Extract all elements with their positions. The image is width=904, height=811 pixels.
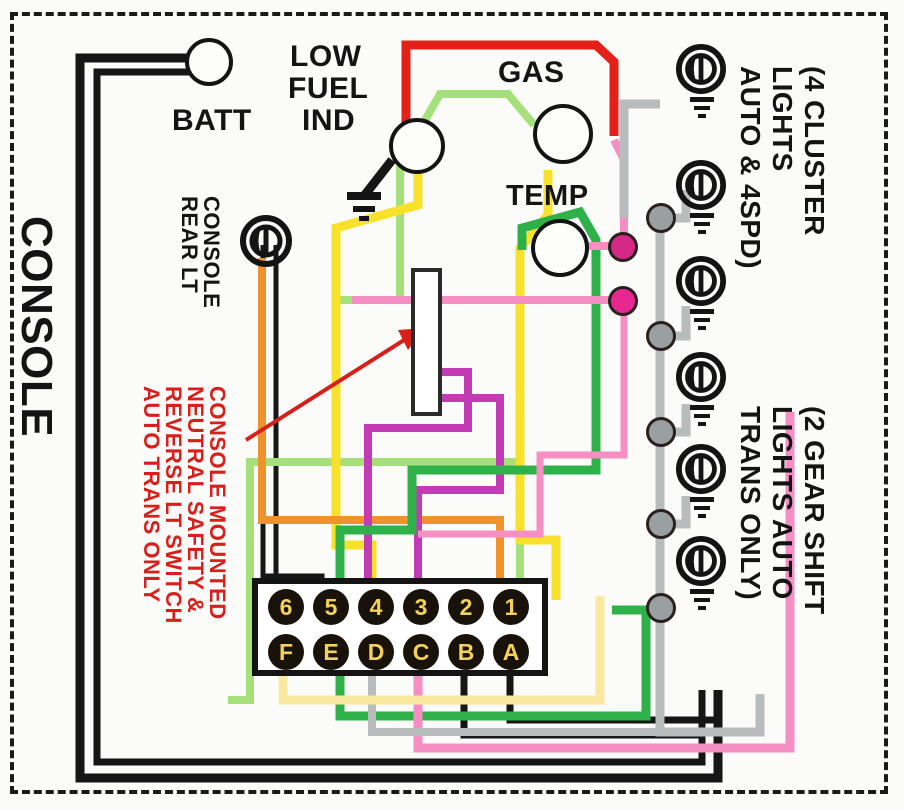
label-gearshift-lights-2: LIGHTS AUTO xyxy=(767,406,798,600)
temp-gauge[interactable] xyxy=(531,219,589,277)
wire-magenta-b xyxy=(414,394,504,600)
bulb-glyph xyxy=(676,256,726,306)
ground-glyph xyxy=(690,405,714,426)
connector-terminal-D[interactable]: D xyxy=(358,634,394,670)
wire-lightgreen-lower xyxy=(228,458,336,704)
label-console-rear-lt-1: CONSOLE xyxy=(199,196,224,309)
wire-red-gas-feed xyxy=(401,40,619,136)
label-cluster-lights-3: AUTO & 4SPD) xyxy=(735,66,766,270)
label-low-fuel-2: FUEL xyxy=(288,72,369,105)
console-boundary xyxy=(10,12,888,794)
bulb-glyph xyxy=(676,444,726,494)
connector-terminal-E[interactable]: E xyxy=(313,634,349,670)
wire-gray-cluster-bus xyxy=(619,99,660,218)
splice-dot-gray-1 xyxy=(646,203,676,233)
lamp-bulb-icon-gearshift-2 xyxy=(676,536,726,586)
label-cluster-lights-1: (4 CLUSTER xyxy=(799,66,830,236)
ground-glyph xyxy=(690,497,714,518)
wire-pink-bottom xyxy=(413,412,795,753)
lamp-bulb-icon-gearshift-1 xyxy=(676,444,726,494)
ground-icon-cluster-2 xyxy=(688,212,716,236)
label-low-fuel-3: IND xyxy=(302,104,356,137)
annotation-line-3: REVERSE LT SWITCH xyxy=(161,386,186,624)
splice-dot-gray-2 xyxy=(646,321,676,351)
bulb-glyph xyxy=(676,536,726,586)
splice-dot-gray-5 xyxy=(646,593,676,623)
label-console-rear-lt-2: REAR LT xyxy=(177,196,202,294)
wire-yellow-gas xyxy=(515,170,561,600)
ground-icon-low-fuel xyxy=(344,190,386,222)
label-console-edge: CONSOLE xyxy=(12,216,61,438)
label-gas: GAS xyxy=(498,56,565,89)
ground-icon-cluster-4 xyxy=(688,404,716,428)
splice-dot-gray-3 xyxy=(646,417,676,447)
annotation-line-2: NEUTRAL SAFETY & xyxy=(183,386,208,614)
wire-gray-bus-down xyxy=(655,608,765,737)
wire-orange-consolerear xyxy=(258,258,504,600)
splice-dot-gray-4 xyxy=(646,509,676,539)
label-batt: BATT xyxy=(172,104,252,137)
ground-glyph xyxy=(690,97,714,118)
label-cluster-lights-2: LIGHTS xyxy=(767,66,798,172)
connector-terminal-4[interactable]: 4 xyxy=(358,589,394,625)
splice-dot-magenta-1 xyxy=(608,232,638,262)
wire-lightyellow-termF xyxy=(278,596,605,705)
batt-terminal[interactable] xyxy=(185,38,233,86)
ground-icon-cluster-1 xyxy=(688,96,716,120)
bulb-glyph xyxy=(676,352,726,402)
wire-gray-termD xyxy=(368,672,660,736)
wire-black-term5-b xyxy=(273,245,333,600)
connector-terminal-A[interactable]: A xyxy=(493,634,529,670)
lamp-bulb-icon-console-rear xyxy=(240,215,292,267)
ground-icon-cluster-3 xyxy=(688,308,716,332)
wire-lightgreen-lowfuel xyxy=(420,90,538,128)
ground-glyph xyxy=(347,192,381,221)
wire-pink-lower xyxy=(418,310,628,538)
label-low-fuel-1: LOW xyxy=(290,40,362,73)
bulb-glyph xyxy=(240,215,292,267)
gas-gauge[interactable] xyxy=(533,104,593,164)
ground-icon-gearshift-2 xyxy=(688,588,716,612)
label-gearshift-lights-1: (2 GEAR SHIFT xyxy=(799,406,830,615)
lamp-bulb-icon-cluster-3 xyxy=(676,256,726,306)
bulb-glyph xyxy=(676,44,726,94)
annotation-arrow-line xyxy=(244,333,414,442)
ground-glyph xyxy=(690,589,714,610)
lamp-bulb-icon-cluster-1 xyxy=(676,44,726,94)
label-temp: TEMP xyxy=(506,180,589,212)
annotation-line-1: CONSOLE MOUNTED xyxy=(205,386,230,620)
connector-terminal-3[interactable]: 3 xyxy=(403,589,439,625)
lowfuel-ground-lead xyxy=(360,157,396,199)
wire-green-temp xyxy=(335,206,601,676)
ground-icon-gearshift-1 xyxy=(688,496,716,520)
wire-yellow-lowfuel xyxy=(331,172,423,600)
ground-glyph xyxy=(690,213,714,234)
lamp-bulb-icon-cluster-2 xyxy=(676,160,726,210)
annotation-line-4: AUTO TRANS ONLY xyxy=(139,386,164,603)
low-fuel-indicator[interactable] xyxy=(389,118,445,174)
neutral-safety-switch-body[interactable] xyxy=(411,268,442,416)
label-gearshift-lights-3: TRANS ONLY) xyxy=(735,406,766,601)
connector-terminal-C[interactable]: C xyxy=(403,634,439,670)
connector-terminal-6[interactable]: 6 xyxy=(268,589,304,625)
wire-magenta-a xyxy=(364,368,472,600)
bulb-glyph xyxy=(676,160,726,210)
connector-terminal-2[interactable]: 2 xyxy=(448,589,484,625)
connector-terminal-5[interactable]: 5 xyxy=(313,589,349,625)
splice-dot-magenta-2 xyxy=(608,286,638,316)
connector-terminal-B[interactable]: B xyxy=(448,634,484,670)
connector-terminal-1[interactable]: 1 xyxy=(493,589,529,625)
connector-terminal-F[interactable]: F xyxy=(268,634,304,670)
ground-glyph xyxy=(690,309,714,330)
lamp-bulb-icon-cluster-4 xyxy=(676,352,726,402)
